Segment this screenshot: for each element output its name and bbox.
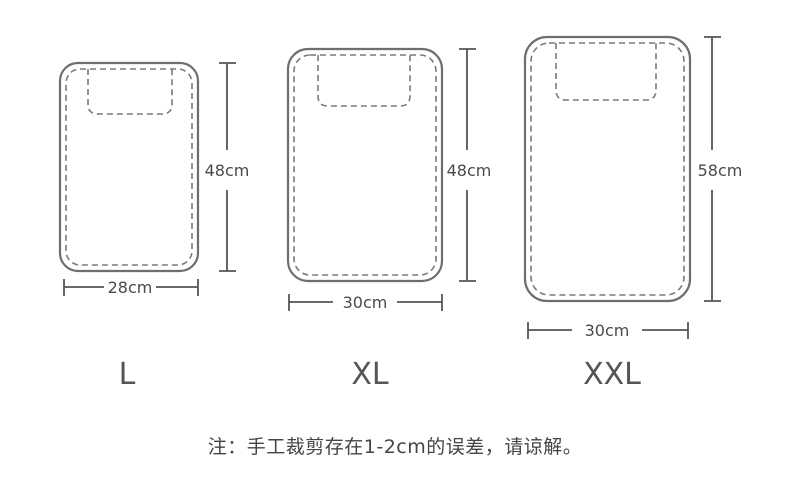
size-xl-width-label: 30cm <box>343 293 388 312</box>
size-xl-inner-dashed <box>293 54 437 276</box>
size-l-inner-dashed <box>65 68 193 266</box>
size-xl-height-label: 48cm <box>447 161 492 180</box>
size-xl-pocket-dashed <box>317 55 411 107</box>
size-l-group: 48cm 28cm L <box>58 61 250 392</box>
size-l-outline <box>58 61 200 273</box>
size-l-label: L <box>119 357 136 392</box>
size-xxl-group: 58cm 30cm XXL <box>523 35 743 392</box>
size-l-height-label: 48cm <box>205 161 250 180</box>
size-l-pocket-dashed <box>87 69 173 115</box>
size-l-width-label: 28cm <box>108 278 153 297</box>
tolerance-note: 注：手工裁剪存在1-2cm的误差，请谅解。 <box>207 436 583 458</box>
size-xxl-width-label: 30cm <box>585 321 630 340</box>
size-xxl-label: XXL <box>583 357 641 392</box>
size-xxl-outline <box>523 35 692 303</box>
size-xxl-height-label: 58cm <box>698 161 743 180</box>
size-xxl-inner-dashed <box>530 42 685 296</box>
size-xl-group: 48cm 30cm XL <box>286 47 492 392</box>
size-xxl-pocket-dashed <box>555 43 657 101</box>
size-xl-outline <box>286 47 444 283</box>
size-xl-label: XL <box>351 357 389 392</box>
